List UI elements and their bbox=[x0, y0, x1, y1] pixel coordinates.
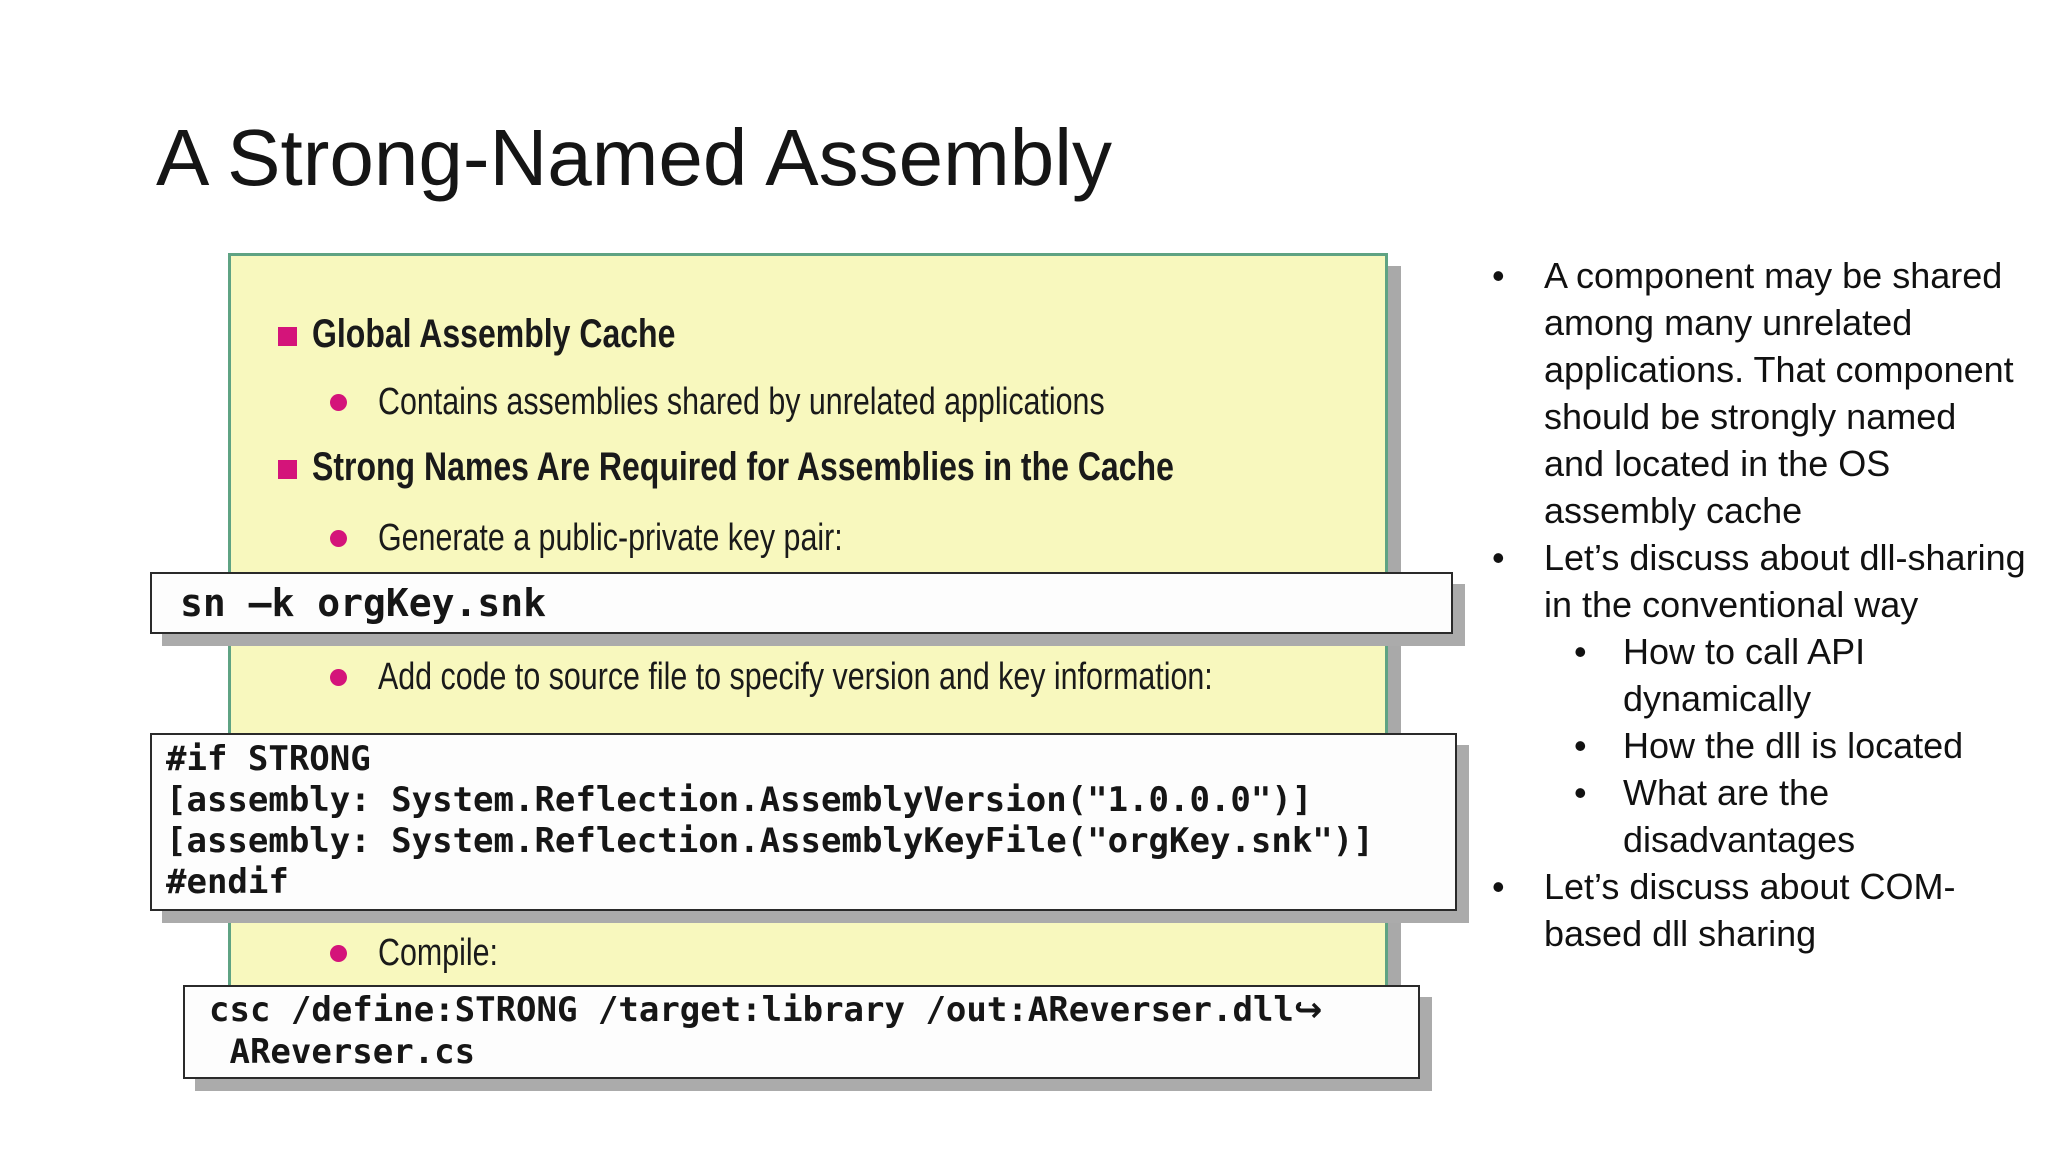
circle-bullet-icon bbox=[330, 530, 347, 547]
compile-sub-row: Compile: bbox=[378, 932, 528, 975]
strong-names-heading: Strong Names Are Required for Assemblies… bbox=[312, 445, 1174, 489]
notes-subitem: How the dll is located bbox=[1478, 722, 2026, 769]
strong-names-heading-row: Strong Names Are Required for Assemblies… bbox=[312, 445, 1389, 490]
csc-command-codebox: csc /define:STRONG /target:library /out:… bbox=[183, 985, 1420, 1079]
sn-command-codebox: sn –k orgKey.snk bbox=[150, 572, 1453, 634]
square-bullet-icon bbox=[278, 460, 297, 479]
notes-item: Let’s discuss about dll-sharing in the c… bbox=[1478, 534, 2026, 628]
page-title: A Strong-Named Assembly bbox=[156, 113, 1112, 202]
compile-sub-item: Compile: bbox=[378, 932, 498, 974]
code-line: [assembly: System.Reflection.AssemblyKey… bbox=[166, 821, 1374, 861]
line-continuation-icon: ↪ bbox=[1293, 990, 1323, 1030]
code-line: [assembly: System.Reflection.AssemblyVer… bbox=[166, 780, 1313, 820]
notes-subitem: How to call API dynamically bbox=[1478, 628, 2026, 722]
code-line: sn –k orgKey.snk bbox=[180, 581, 547, 625]
code-line: #endif bbox=[166, 862, 289, 902]
addcode-sub-item: Add code to source file to specify versi… bbox=[378, 656, 1213, 698]
gac-heading-row: Global Assembly Cache bbox=[312, 312, 766, 357]
notes-item: A component may be shared among many unr… bbox=[1478, 252, 2026, 534]
csc-command-text: csc /define:STRONG /target:library /out:… bbox=[209, 990, 1294, 1030]
notes-item: Let’s discuss about COM-based dll sharin… bbox=[1478, 863, 2026, 957]
code-line: csc /define:STRONG /target:library /out:… bbox=[185, 989, 1418, 1031]
keypair-sub-row: Generate a public-private key pair: bbox=[378, 517, 959, 560]
circle-bullet-icon bbox=[330, 394, 347, 411]
circle-bullet-icon bbox=[330, 945, 347, 962]
assembly-attributes-codebox: #if STRONG [assembly: System.Reflection.… bbox=[150, 733, 1457, 911]
square-bullet-icon bbox=[278, 327, 297, 346]
code-line: AReverser.cs bbox=[209, 1032, 476, 1072]
keypair-sub-item: Generate a public-private key pair: bbox=[378, 517, 843, 559]
gac-sub-row: Contains assemblies shared by unrelated … bbox=[378, 381, 1286, 424]
notes-panel: A component may be shared among many unr… bbox=[1478, 252, 2026, 957]
gac-heading: Global Assembly Cache bbox=[312, 312, 676, 356]
code-line: #if STRONG bbox=[166, 739, 371, 779]
notes-subitem: What are the disadvantages bbox=[1478, 769, 2026, 863]
gac-sub-item: Contains assemblies shared by unrelated … bbox=[378, 381, 1105, 423]
addcode-sub-row: Add code to source file to specify versi… bbox=[378, 656, 1421, 699]
circle-bullet-icon bbox=[330, 669, 347, 686]
